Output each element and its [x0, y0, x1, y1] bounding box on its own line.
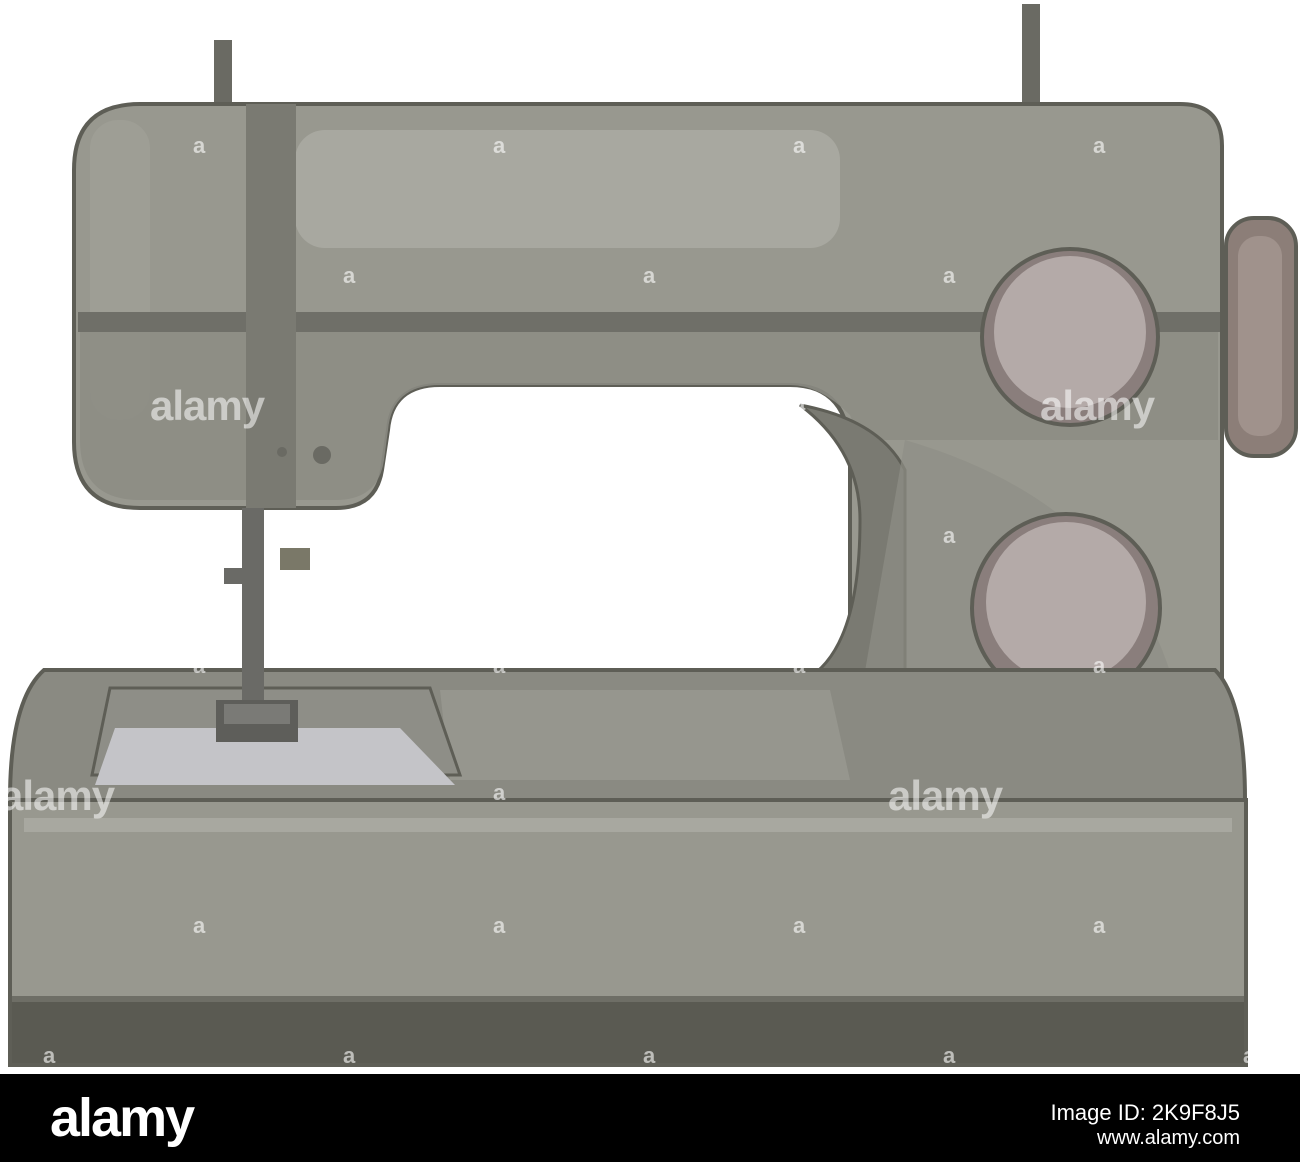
watermark-mark-20: a: [793, 913, 806, 938]
needle-strip: [246, 104, 296, 508]
watermark-mark-18: a: [193, 913, 206, 938]
watermark-mark-5: a: [343, 263, 356, 288]
watermark-mark-19: a: [493, 913, 506, 938]
watermark-mark-2: a: [493, 133, 506, 158]
footer-url: www.alamy.com: [1097, 1127, 1240, 1149]
watermark-lower-right: alamy: [888, 772, 1004, 819]
head-dot-1: [277, 447, 287, 457]
watermark-lower-left: alamy: [0, 772, 116, 819]
handwheel-highlight: [1238, 236, 1282, 436]
watermark-mark-22: a: [43, 1043, 56, 1068]
footer-logo: alamy: [50, 1088, 195, 1148]
knob-upper-face: [994, 256, 1146, 408]
watermark-mark-15: a: [793, 653, 806, 678]
watermark-center-right: alamy: [1040, 382, 1156, 429]
watermark-mark-25: a: [943, 1043, 956, 1068]
watermark-mark-9: a: [793, 390, 806, 415]
needle-bar: [242, 508, 264, 718]
watermark-mark-3: a: [793, 133, 806, 158]
base-front-highlight: [24, 818, 1232, 832]
needle-clamp: [224, 568, 252, 584]
watermark-mark-1: a: [193, 133, 206, 158]
spool-pin-right: [1022, 4, 1040, 110]
watermark-mark-14: a: [493, 653, 506, 678]
base-top-lighter: [440, 690, 850, 780]
arm-lower-face: [80, 332, 1218, 500]
watermark-mark-21: a: [1093, 913, 1106, 938]
head-dot-2: [313, 446, 331, 464]
throat-plate: [95, 728, 455, 785]
watermark-mark-13: a: [193, 653, 206, 678]
watermark-mark-10: a: [343, 523, 356, 548]
thread-guide: [280, 548, 310, 570]
watermark-mark-6: a: [643, 263, 656, 288]
footer-image-id: Image ID: 2K9F8J5: [1050, 1100, 1240, 1125]
spool-pin-left: [214, 40, 232, 110]
base-front-divider: [12, 996, 1244, 1002]
watermark-mark-8: a: [493, 390, 506, 415]
watermark-mark-24: a: [643, 1043, 656, 1068]
watermark-mark-23: a: [343, 1043, 356, 1068]
knob-lower-face: [986, 522, 1146, 682]
watermark-center-left: alamy: [150, 382, 266, 429]
watermark-mark-26: a: [1243, 1043, 1256, 1068]
watermark-mark-11: a: [643, 523, 656, 548]
base-front-bottom: [12, 1000, 1244, 1063]
watermark-mark-16: a: [1093, 653, 1106, 678]
watermark-mark-7: a: [943, 263, 956, 288]
arm-lower-band: [78, 312, 1220, 332]
sewing-machine-illustration: alamy alamy alamy alamy a a a a a a a a …: [0, 4, 1298, 1068]
watermark-mark-17: a: [493, 780, 506, 805]
footer-bar: alamy Image ID: 2K9F8J5 www.alamy.com: [0, 1074, 1300, 1162]
watermark-mark-4: a: [1093, 133, 1106, 158]
arm-highlight: [295, 130, 840, 248]
watermark-mark-12: a: [943, 523, 956, 548]
presser-foot-shade: [224, 704, 290, 724]
